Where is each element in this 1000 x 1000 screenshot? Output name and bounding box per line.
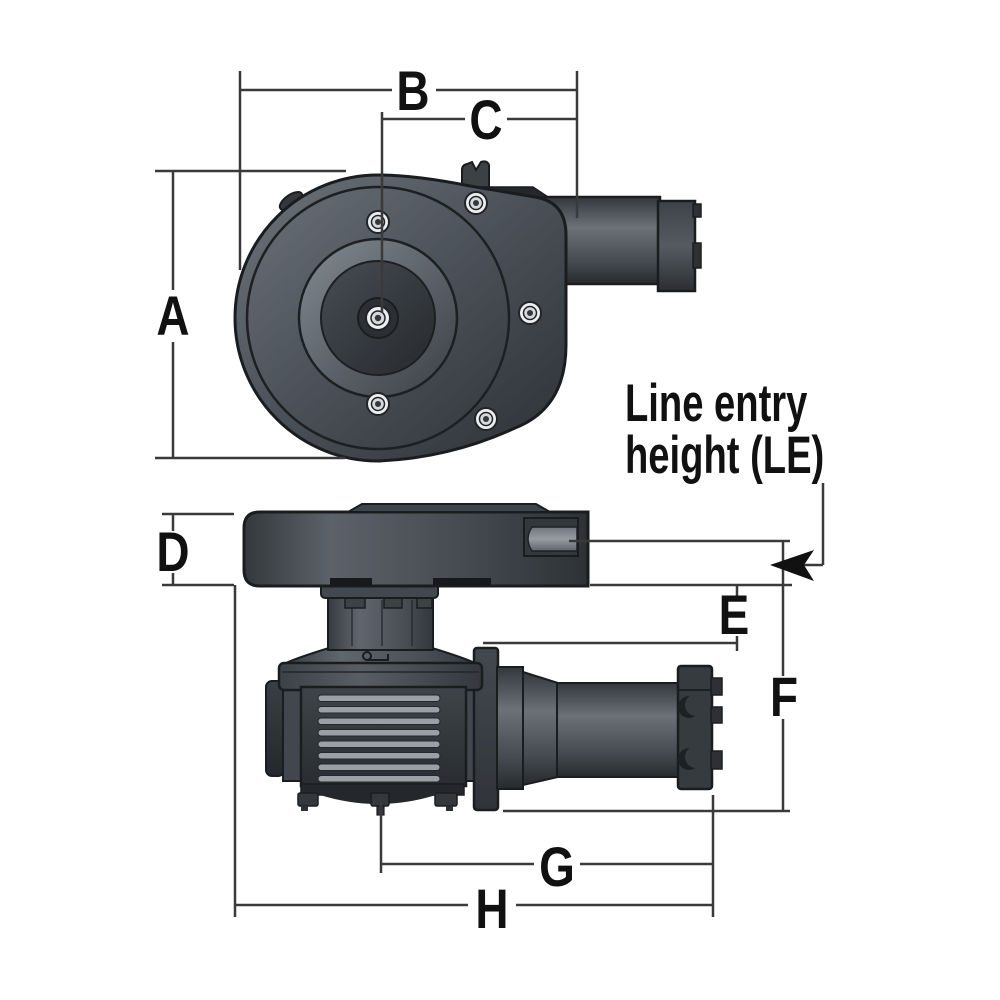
motor-terminal-tab [692,242,702,269]
left-shaft-boss [265,680,285,777]
motor-terminal-tab [710,706,723,724]
dim-label-c: C [469,88,503,151]
dim-label-e: E [718,583,750,646]
motor-terminal-tab [710,750,723,770]
dim-e-lines [483,585,739,651]
line-entry-annotation: Line entry height (LE) [625,374,825,485]
deck-cap [242,503,590,588]
motor-terminal-tab [692,203,702,218]
screw [366,210,390,234]
screw [518,301,542,325]
screw [464,191,488,215]
line-entry-arrow-icon [770,550,814,581]
pedestal-spool [320,583,439,651]
dim-label-d: D [156,520,190,583]
cap-top-plate [344,503,554,513]
dim-b-lines [238,71,579,270]
side-view-motor [496,664,723,791]
dim-label-g: G [539,835,575,898]
line-entry-leader [770,483,825,581]
gearbox-foot [297,792,319,807]
screw [366,392,390,416]
dim-label-a: A [156,284,190,347]
dimension-lines [155,71,825,917]
dim-label-h: H [475,877,509,940]
dim-label-b: B [396,59,430,122]
screw [474,407,498,431]
line-entry-annotation-line2: height (LE) [625,426,825,485]
motor-terminal-tab [710,677,723,696]
center-screw [365,305,391,331]
dim-a-lines [155,169,346,460]
line-entry-reference-lines [569,539,792,587]
cooling-fins [317,694,441,783]
line-entry-annotation-line1: Line entry [625,374,808,433]
top-view [233,160,702,463]
side-view [242,503,723,816]
drum-flange-circle [245,185,511,451]
dim-h-lines [233,585,715,917]
dim-d-lines [162,512,234,587]
gearbox-foot [434,792,458,807]
dim-label-f: F [769,665,799,728]
dim-g-lines [379,797,713,873]
screws [365,191,542,431]
cap-notch [433,578,491,586]
dim-c-lines [380,112,577,313]
cap-notch [330,578,372,586]
gearbox [297,685,468,816]
